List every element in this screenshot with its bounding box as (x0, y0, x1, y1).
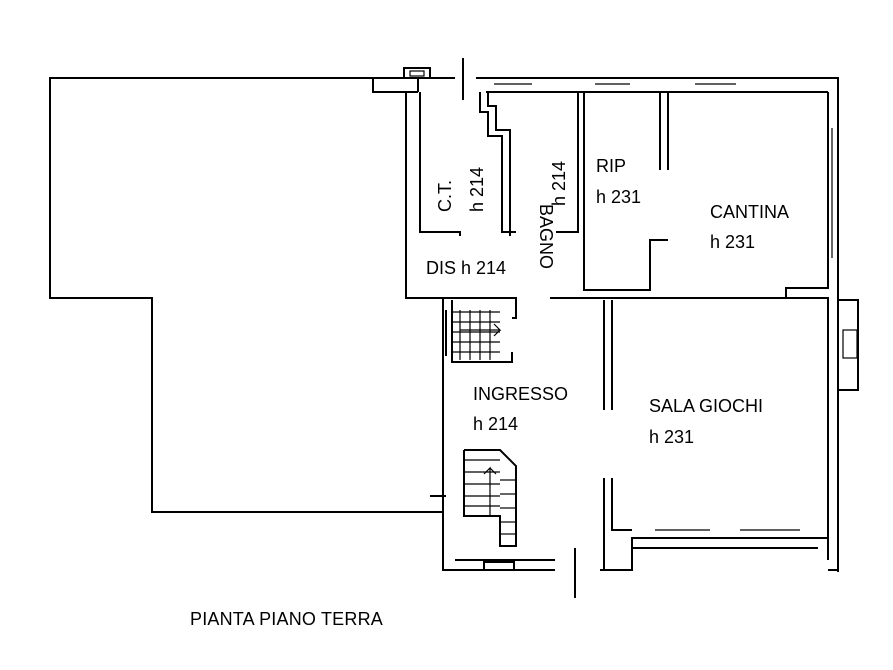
room-cantina-name: CANTINA (710, 202, 789, 222)
chimney (403, 67, 431, 79)
door-marks (462, 58, 576, 598)
inner-walls (406, 92, 786, 570)
room-sala-giochi-height: h 231 (649, 427, 694, 447)
room-bagno-name: BAGNO (536, 204, 556, 269)
room-labels: C.T. h 214 BAGNO h 214 RIP h 231 CANTINA… (426, 156, 789, 447)
room-ct-height: h 214 (467, 167, 487, 212)
room-cantina-height: h 231 (710, 232, 755, 252)
room-rip-name: RIP (596, 156, 626, 176)
stairs-upper (452, 310, 502, 360)
room-rip-height: h 231 (596, 187, 641, 207)
windows-top (494, 83, 833, 531)
right-fireplace (837, 299, 859, 391)
room-bagno-height: h 214 (549, 161, 569, 206)
room-ingresso-height: h 214 (473, 414, 518, 434)
terrace-outline (49, 77, 442, 513)
room-sala-giochi-name: SALA GIOCHI (649, 396, 763, 416)
room-ingresso-name: INGRESSO (473, 384, 568, 404)
outer-walls (372, 77, 839, 572)
room-dis-label: DIS h 214 (426, 258, 506, 278)
room-ct-name: C.T. (435, 180, 455, 212)
plan-title: PIANTA PIANO TERRA (190, 609, 383, 629)
stairs-lower (463, 449, 517, 571)
